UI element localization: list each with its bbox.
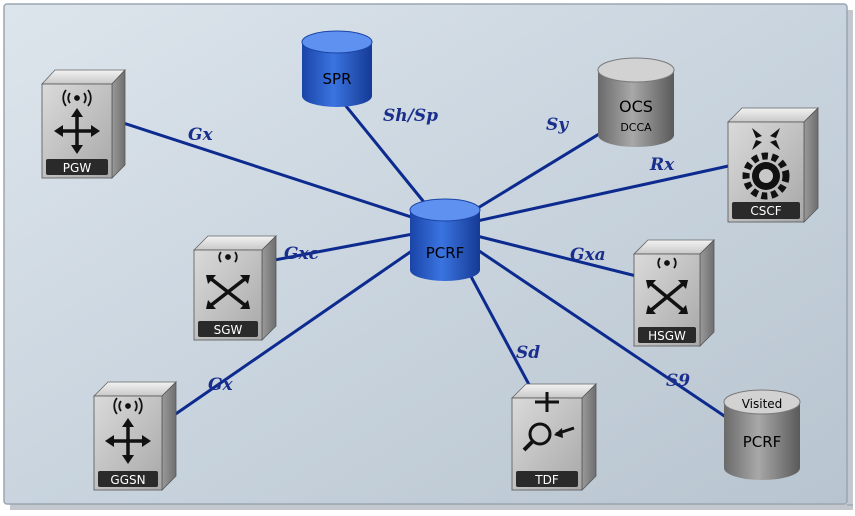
- visited-label: Visited: [742, 397, 783, 411]
- link-visited: [444, 226, 761, 442]
- router-arrows-icon: [105, 418, 151, 464]
- wireless-signal-icon: [113, 397, 143, 415]
- ggsn-label: GGSN: [110, 473, 145, 487]
- cscf-node[interactable]: CSCF: [727, 107, 819, 223]
- router-arrows-icon: [535, 392, 559, 412]
- tdf-node[interactable]: TDF: [511, 383, 597, 491]
- dcca-label: DCCA: [620, 121, 652, 134]
- ocs-node[interactable]: OCS DCCA: [597, 57, 675, 147]
- label-gxc: Gxc: [284, 244, 320, 264]
- label-sy: Sy: [546, 115, 569, 135]
- pgw-label: PGW: [63, 161, 92, 175]
- visited-pcrf-node[interactable]: Visited PCRF: [723, 389, 801, 480]
- label-gxa: Gxa: [570, 245, 606, 265]
- sgw-node[interactable]: SGW: [193, 235, 277, 341]
- cscf-label: CSCF: [750, 204, 781, 218]
- ocs-label: OCS: [619, 97, 653, 116]
- pcrf-label: PCRF: [426, 244, 465, 262]
- ggsn-node[interactable]: GGSN: [93, 381, 177, 491]
- hsgw-node[interactable]: HSGW: [633, 239, 715, 347]
- tdf-label: TDF: [534, 473, 559, 487]
- gear-icon: [742, 152, 790, 200]
- wireless-signal-icon: [62, 89, 92, 107]
- link-cscf: [444, 156, 766, 230]
- arrows-in-icon: [752, 128, 780, 150]
- router-arrows-icon: [54, 108, 100, 154]
- spr-label: SPR: [323, 70, 352, 88]
- label-sh-sp: Sh/Sp: [383, 106, 438, 126]
- wireless-signal-icon: [657, 257, 677, 269]
- visited-pcrf-label: PCRF: [743, 433, 782, 451]
- link-pgw: [107, 116, 446, 230]
- sgw-label: SGW: [214, 323, 243, 337]
- label-gx-ggsn: Gx: [208, 375, 234, 395]
- wireless-signal-icon: [218, 251, 238, 263]
- pcrf-node[interactable]: PCRF: [409, 198, 481, 281]
- label-rx: Rx: [649, 155, 675, 175]
- hsgw-label: HSGW: [648, 329, 686, 343]
- label-s9: S9: [666, 371, 690, 391]
- switch-cross-icon: [646, 280, 688, 314]
- link-ggsn: [137, 226, 446, 442]
- interface-labels: Gx Sh/Sp Sy Rx Gxc Gxa Gx Sd S9: [188, 106, 690, 395]
- label-gx-pgw: Gx: [188, 125, 214, 145]
- magnifier-icon: [522, 422, 575, 452]
- label-sd: Sd: [516, 343, 540, 363]
- spr-node[interactable]: SPR: [301, 30, 373, 107]
- switch-cross-icon: [206, 275, 250, 309]
- pgw-node[interactable]: PGW: [41, 68, 126, 179]
